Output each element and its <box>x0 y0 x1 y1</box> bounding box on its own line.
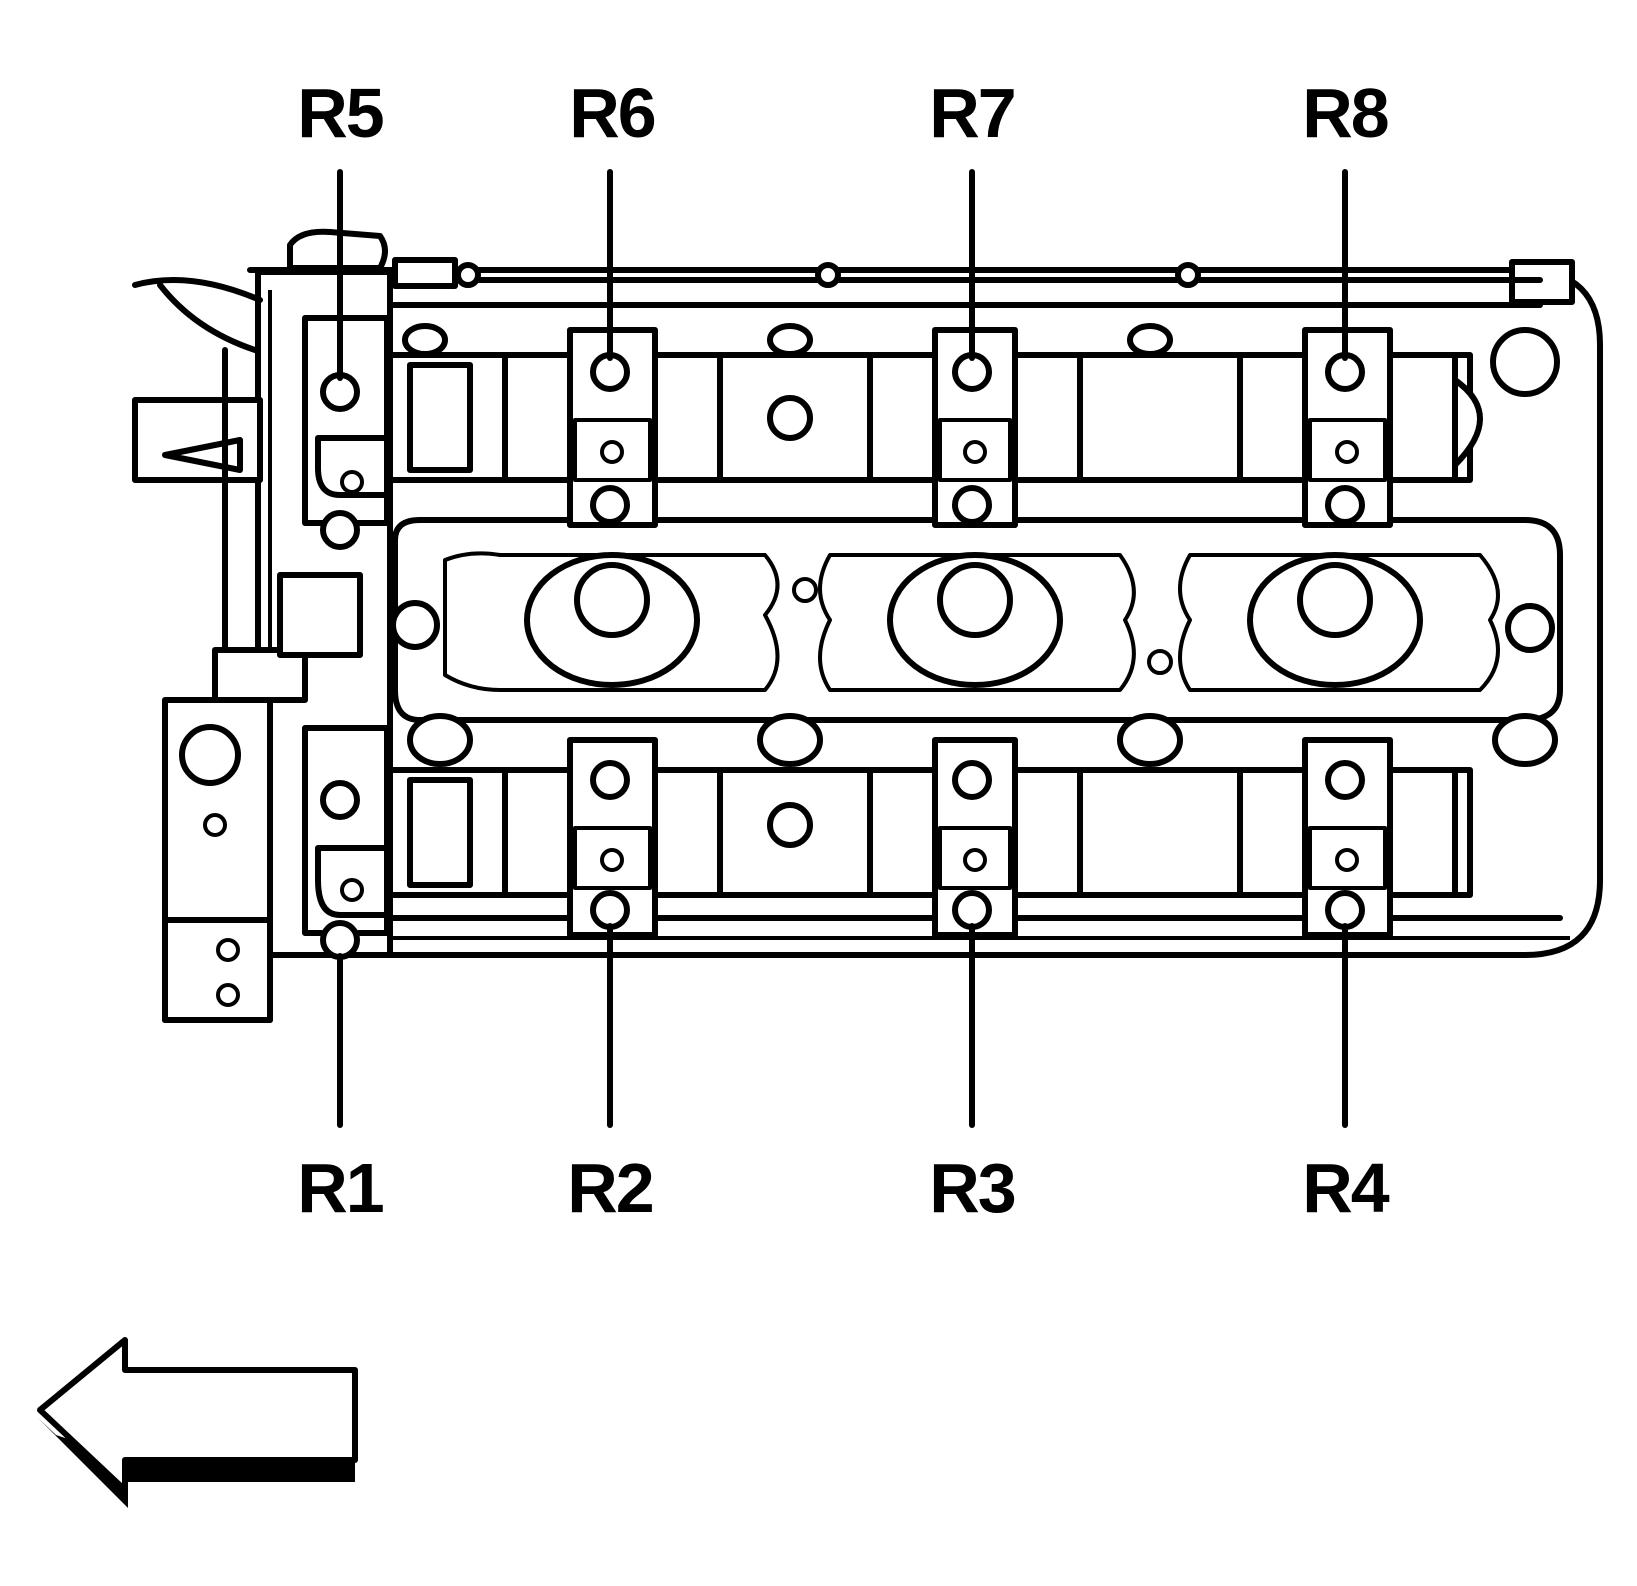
left-accessory-bracket <box>132 277 363 1023</box>
callout-r8: R8 <box>1302 74 1388 152</box>
callout-r7: R7 <box>929 74 1014 152</box>
bearing-cap-r1 <box>302 725 390 960</box>
spark-plug-gallery <box>390 517 1563 723</box>
callout-labels: R5 R6 R7 R8 R1 R2 R3 R4 <box>297 74 1392 1227</box>
callout-r2: R2 <box>567 1149 653 1227</box>
callout-r6: R6 <box>569 74 655 152</box>
leader-lines <box>337 169 1348 1128</box>
bearing-cap-r3 <box>932 737 1018 938</box>
callout-r4: R4 <box>1302 1149 1390 1227</box>
bearing-cap-r4 <box>1302 737 1393 938</box>
callout-r1: R1 <box>297 1149 383 1227</box>
bearing-cap-r2 <box>567 737 658 938</box>
bearing-cap-r5 <box>302 315 390 550</box>
left-arrow-icon <box>37 1337 358 1508</box>
bearing-cap-r7 <box>932 327 1018 528</box>
callout-r3: R3 <box>929 1149 1015 1227</box>
callout-r5: R5 <box>297 74 383 152</box>
bearing-cap-r8 <box>1302 327 1393 528</box>
